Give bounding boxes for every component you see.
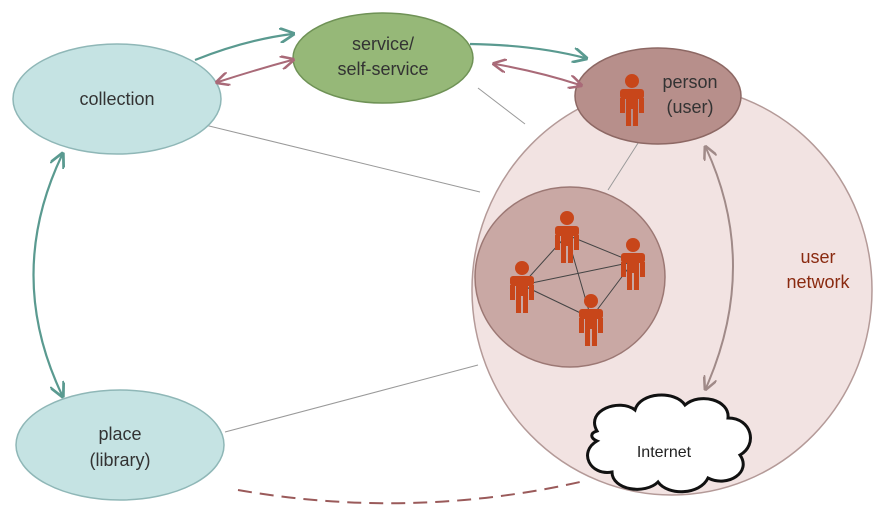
connector-place-network <box>224 364 479 433</box>
place-label-line2: (library) <box>90 450 151 470</box>
arrow-collection-to-service <box>194 34 292 62</box>
arrow-service-person-double <box>495 64 580 85</box>
collection-node[interactable] <box>12 43 222 155</box>
arrow-service-to-person <box>469 42 585 58</box>
connector-person-inner <box>607 139 641 191</box>
place-node[interactable] <box>15 389 225 501</box>
collection-label: collection <box>79 89 154 109</box>
arrow-collection-service-double <box>218 60 292 82</box>
dashed-arc-place-internet <box>237 481 581 505</box>
service-label-line1: service/ <box>352 34 414 54</box>
service-node[interactable] <box>292 12 474 104</box>
internet-cloud: Internet <box>586 393 752 494</box>
service-label-line2: self-service <box>337 59 428 79</box>
person-label-line1: person <box>662 72 717 92</box>
person-node[interactable] <box>574 47 742 145</box>
user-network-label-line2: network <box>786 272 850 292</box>
connector-collection-network <box>204 124 481 193</box>
arrow-collection-place <box>32 155 63 395</box>
user-network-label-line1: user <box>800 247 835 267</box>
place-label-line1: place <box>98 424 141 444</box>
connector-service-network <box>477 87 526 125</box>
inner-network-circle <box>474 186 666 368</box>
internet-label: Internet <box>637 444 692 461</box>
person-label-line2: (user) <box>666 97 713 117</box>
arrow-person-internet <box>706 148 734 388</box>
